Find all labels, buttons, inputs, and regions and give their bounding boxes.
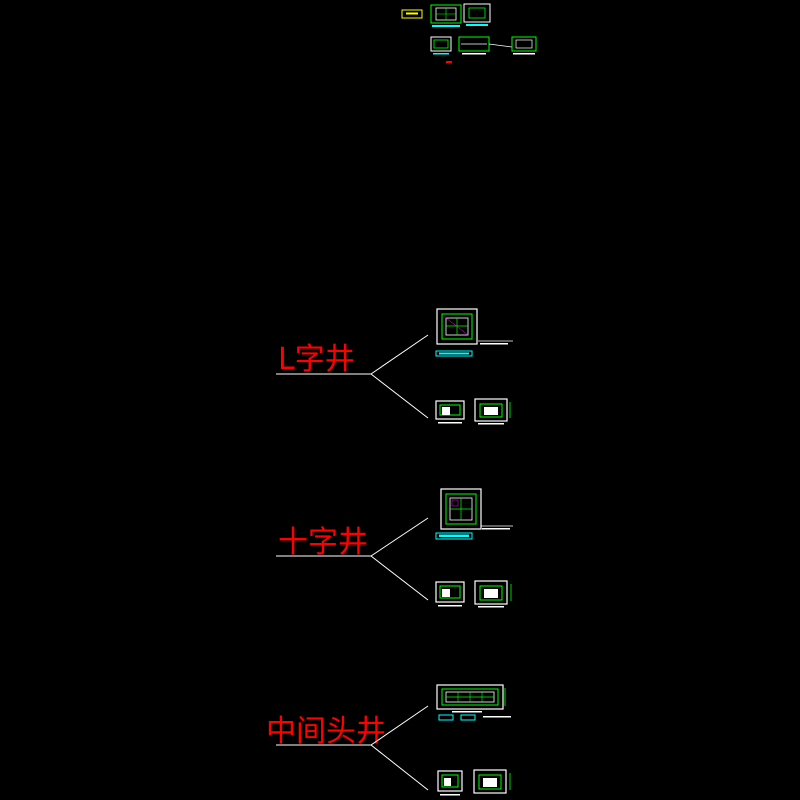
overview-plan-1 bbox=[430, 4, 462, 27]
group-label: L字井 bbox=[278, 342, 355, 377]
section-detail-left bbox=[437, 770, 463, 796]
overview-leader bbox=[488, 43, 513, 48]
section-detail-right bbox=[474, 398, 511, 425]
overview-title-block bbox=[401, 9, 423, 19]
overview-plan-2 bbox=[463, 3, 491, 26]
leader-line-upper bbox=[370, 705, 429, 746]
group-l-well: L字井 bbox=[276, 308, 513, 425]
group-cross-well: 十字井 bbox=[276, 488, 513, 608]
group-label: 中间头井 bbox=[266, 714, 386, 749]
overview-section-3 bbox=[511, 36, 537, 55]
group-middle-joint-well: 中间头井 bbox=[266, 684, 511, 796]
plan-view-detail bbox=[436, 684, 511, 721]
leader-line-lower bbox=[370, 555, 429, 601]
section-detail-left bbox=[435, 581, 465, 607]
leader-line-upper bbox=[370, 517, 429, 557]
section-detail-left bbox=[435, 400, 465, 424]
overview-section-1 bbox=[430, 36, 452, 55]
overview-section-2 bbox=[458, 36, 490, 55]
plan-view-detail bbox=[435, 308, 513, 357]
plan-view-detail bbox=[435, 488, 513, 540]
leader-line-lower bbox=[370, 744, 429, 791]
section-detail-right bbox=[474, 580, 512, 608]
leader-line-lower bbox=[370, 373, 429, 419]
overview-red-mark bbox=[446, 61, 452, 63]
group-label: 十字井 bbox=[278, 525, 368, 560]
section-detail-right bbox=[473, 769, 511, 794]
leader-line-upper bbox=[370, 334, 429, 375]
overview-sheet-cluster bbox=[401, 3, 537, 63]
